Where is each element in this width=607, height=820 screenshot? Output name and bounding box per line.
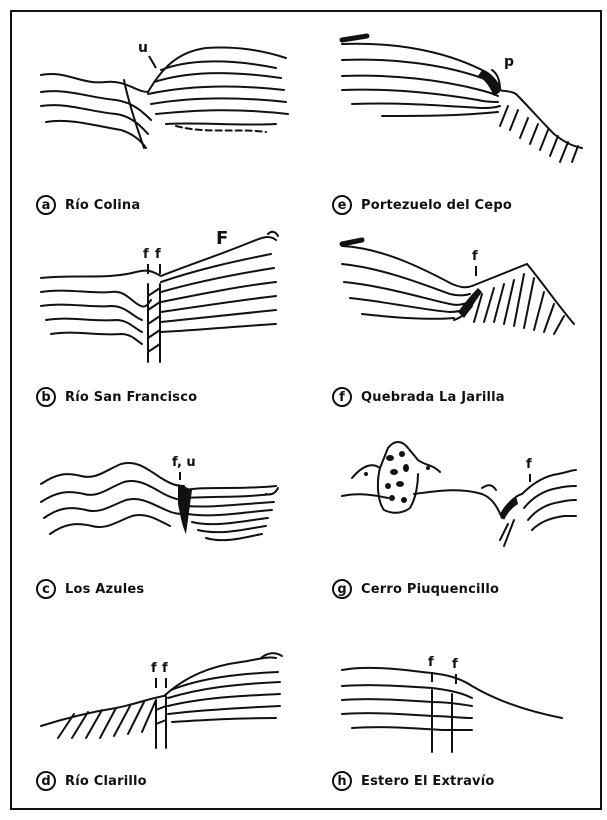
section-drawing-f: f [332,222,602,382]
panel-e: p e Portezuelo del Cepo [332,30,602,220]
fault-label-f1: f [428,655,434,670]
caption-a: a Río Colina [36,192,140,218]
panel-letter-e: e [332,195,352,215]
section-drawing-h: f f [332,606,602,766]
fault-label-f2: f [162,661,168,676]
fault-label-f2: f [155,247,161,262]
panel-letter-a: a [36,195,56,215]
caption-b: b Río San Francisco [36,384,197,410]
locality-name-b: Río San Francisco [65,390,197,405]
locality-name-d: Río Clarillo [65,774,147,789]
locality-name-a: Río Colina [65,198,140,213]
locality-name-g: Cerro Piuquencillo [361,582,499,597]
caption-f: f Quebrada La Jarilla [332,384,505,410]
section-drawing-g: f [332,414,602,574]
fault-label-f2: f [452,657,458,672]
panel-letter-g: g [332,579,352,599]
contact-label-u: u [138,40,148,56]
fault-label-f1: f [151,661,157,676]
caption-h: h Estero El Extravío [332,768,495,794]
caption-c: c Los Azules [36,576,144,602]
panel-a: u a Río Colina [36,30,306,220]
section-drawing-c: f, u [36,414,306,574]
section-drawing-e: p [332,30,602,190]
panel-f: f f Quebrada La Jarilla [332,222,602,412]
caption-e: e Portezuelo del Cepo [332,192,512,218]
panel-b: f f F b Río San Francisco [36,222,306,412]
panel-c: f, u c Los Azules [36,414,306,604]
panel-letter-f: f [332,387,352,407]
fault-label-f: f [472,249,478,264]
locality-name-f: Quebrada La Jarilla [361,390,505,405]
section-drawing-a: u [36,30,306,190]
panel-letter-d: d [36,771,56,791]
contact-label-p: p [504,54,514,70]
panel-letter-c: c [36,579,56,599]
section-drawing-b: f f F [36,222,306,382]
contact-label-fu: f, u [172,455,196,470]
fault-label-f: f [526,457,532,472]
panel-h: f f h Estero El Extravío [332,606,602,796]
caption-d: d Río Clarillo [36,768,147,794]
locality-name-h: Estero El Extravío [361,774,495,789]
locality-name-c: Los Azules [65,582,144,597]
fault-label-f1: f [143,247,149,262]
panel-letter-h: h [332,771,352,791]
caption-g: g Cerro Piuquencillo [332,576,499,602]
section-drawing-d: f f [36,606,306,766]
panel-g: f g Cerro Piuquencillo [332,414,602,604]
locality-name-e: Portezuelo del Cepo [361,198,512,213]
panel-letter-b: b [36,387,56,407]
panel-d: f f d Río Clarillo [36,606,306,796]
fault-label-F: F [216,228,228,249]
